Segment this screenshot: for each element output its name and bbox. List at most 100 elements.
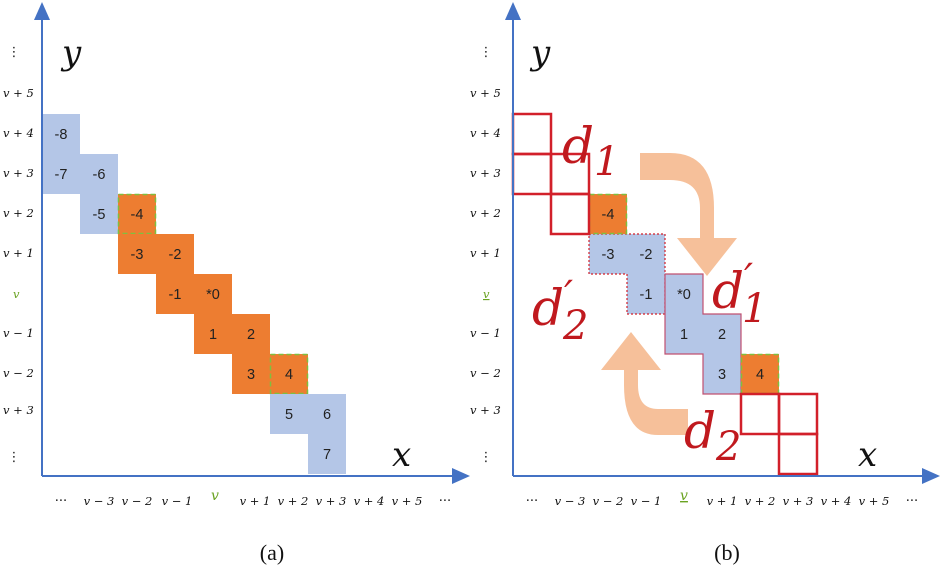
cell-a-4-border bbox=[269, 353, 309, 395]
panel-b-caption: (b) bbox=[714, 540, 740, 565]
x-label: v + 4 bbox=[354, 494, 385, 508]
cell-b-m4 bbox=[589, 194, 627, 234]
cell-a-label: 6 bbox=[323, 407, 331, 423]
label-d1p-base: d bbox=[712, 262, 744, 320]
cell-b-label: -3 bbox=[602, 247, 615, 263]
cell-a-m3 bbox=[118, 234, 156, 274]
cell-a-label: -6 bbox=[93, 167, 106, 183]
label-d2p-base: d bbox=[532, 279, 564, 337]
d2-square bbox=[777, 392, 819, 436]
cell-a-label: -1 bbox=[169, 287, 182, 303]
label-d2-prime: d′2 bbox=[532, 273, 588, 349]
label-d2p-prime: ′ bbox=[564, 273, 573, 319]
x-label: v + 3 bbox=[783, 494, 814, 508]
panel-b: -4 -3 -2 -1 *0 1 2 3 4 y x ⋮ v + 5 v + 4… bbox=[470, 2, 940, 565]
x-dots-right: ··· bbox=[439, 494, 451, 509]
y-label: v + 4 bbox=[3, 126, 34, 140]
x-label: v + 5 bbox=[392, 494, 423, 508]
label-d1: d1 bbox=[562, 117, 619, 185]
panel-b-y-axis-name: y bbox=[529, 33, 551, 73]
arrow-d1-to-d1prime bbox=[640, 153, 737, 276]
y-label: v + 1 bbox=[3, 246, 34, 260]
x-label: v − 3 bbox=[555, 494, 586, 508]
label-d2-base: d bbox=[684, 402, 716, 460]
cell-b-3 bbox=[703, 354, 741, 394]
x-label-v: v bbox=[680, 488, 688, 504]
y-label: v + 1 bbox=[470, 246, 501, 260]
cell-a-label: -3 bbox=[131, 247, 144, 263]
y-label: v + 4 bbox=[470, 126, 501, 140]
label-d1-sub: 1 bbox=[594, 139, 619, 185]
cell-a-m6 bbox=[80, 154, 118, 194]
y-label: v + 3 bbox=[3, 166, 34, 180]
label-d1-base: d bbox=[562, 117, 594, 175]
cell-a-label: 3 bbox=[247, 367, 255, 383]
x-label: v + 4 bbox=[821, 494, 852, 508]
cell-a-label: 5 bbox=[285, 407, 293, 423]
d2-squares bbox=[739, 392, 819, 476]
panel-a-x-labels: ··· v − 3 v − 2 v − 1 v v + 1 v + 2 v + … bbox=[55, 488, 451, 509]
y-label: v + 3 bbox=[470, 166, 501, 180]
y-label: v − 1 bbox=[470, 326, 501, 340]
arrow-d2-to-d2prime bbox=[601, 332, 688, 435]
x-label: v − 1 bbox=[631, 494, 662, 508]
d1-square bbox=[549, 192, 591, 236]
cell-b-4 bbox=[741, 354, 779, 394]
cell-a-m4-border bbox=[117, 193, 157, 235]
cell-a-label: -5 bbox=[93, 207, 106, 223]
y-label: v + 2 bbox=[3, 206, 34, 220]
y-label-v: v bbox=[483, 287, 490, 301]
label-d1p-prime: ′ bbox=[744, 256, 753, 302]
cell-b-label: -4 bbox=[602, 207, 615, 223]
y-dots-top: ⋮ bbox=[8, 45, 21, 60]
y-label: v + 5 bbox=[3, 86, 34, 100]
cell-a-label: -4 bbox=[131, 207, 144, 223]
d2prime-outline bbox=[588, 233, 666, 315]
cell-a-m1 bbox=[156, 274, 194, 314]
panel-a-y-axis-name: y bbox=[60, 33, 82, 73]
x-label: v + 2 bbox=[278, 494, 309, 508]
y-label: v − 1 bbox=[3, 326, 34, 340]
x-label: v + 1 bbox=[707, 494, 738, 508]
y-label: v + 2 bbox=[470, 206, 501, 220]
panel-b-y-labels: ⋮ v + 5 v + 4 v + 3 v + 2 v + 1 v v − 1 … bbox=[470, 45, 501, 465]
cell-a-label: -7 bbox=[55, 167, 68, 183]
x-label: v − 2 bbox=[122, 494, 153, 508]
cell-a-label: -2 bbox=[169, 247, 182, 263]
panel-a-cell-labels: -8 -7 -6 -5 -4 -3 -2 -1 *0 1 2 3 4 5 6 7 bbox=[55, 127, 331, 463]
cell-a-m5 bbox=[80, 194, 118, 234]
y-dots-top: ⋮ bbox=[480, 45, 493, 60]
label-d1-prime: d′1 bbox=[712, 256, 767, 332]
cell-a-label: *0 bbox=[206, 287, 220, 303]
y-label-v: v bbox=[13, 287, 20, 301]
x-label: v − 1 bbox=[162, 494, 193, 508]
cell-a-2 bbox=[232, 314, 270, 354]
panel-b-x-labels: ··· v − 3 v − 2 v − 1 v v + 1 v + 2 v + … bbox=[526, 488, 918, 509]
panel-b-x-axis-name: x bbox=[858, 435, 877, 475]
cell-a-label: 1 bbox=[209, 327, 217, 343]
label-d1p-sub: 1 bbox=[742, 286, 767, 332]
cell-b-0 bbox=[665, 274, 703, 314]
y-label: v + 5 bbox=[470, 86, 501, 100]
y-label: v + 3 bbox=[3, 403, 34, 417]
d2-square bbox=[739, 392, 781, 436]
x-dots-left: ··· bbox=[55, 494, 67, 509]
cell-a-1 bbox=[194, 314, 232, 354]
cell-a-m8 bbox=[42, 114, 80, 154]
x-label: v + 5 bbox=[859, 494, 890, 508]
panel-b-cells bbox=[588, 193, 780, 395]
cell-a-m7 bbox=[42, 154, 80, 194]
cell-b-label: 2 bbox=[718, 327, 726, 343]
d2-square bbox=[777, 432, 819, 476]
cell-a-label: 2 bbox=[247, 327, 255, 343]
panel-a-x-axis-name: x bbox=[392, 435, 411, 475]
cell-b-2 bbox=[703, 314, 741, 354]
panel-a-cells bbox=[42, 114, 346, 474]
cell-b-4-border bbox=[740, 353, 780, 395]
panel-a-y-labels: ⋮ v + 5 v + 4 v + 3 v + 2 v + 1 v v − 1 … bbox=[3, 45, 34, 465]
x-dots-right: ··· bbox=[906, 494, 918, 509]
cell-a-label: 4 bbox=[285, 367, 293, 383]
cell-b-label: 3 bbox=[718, 367, 726, 383]
x-label: v + 3 bbox=[316, 494, 347, 508]
cell-a-6 bbox=[308, 394, 346, 434]
